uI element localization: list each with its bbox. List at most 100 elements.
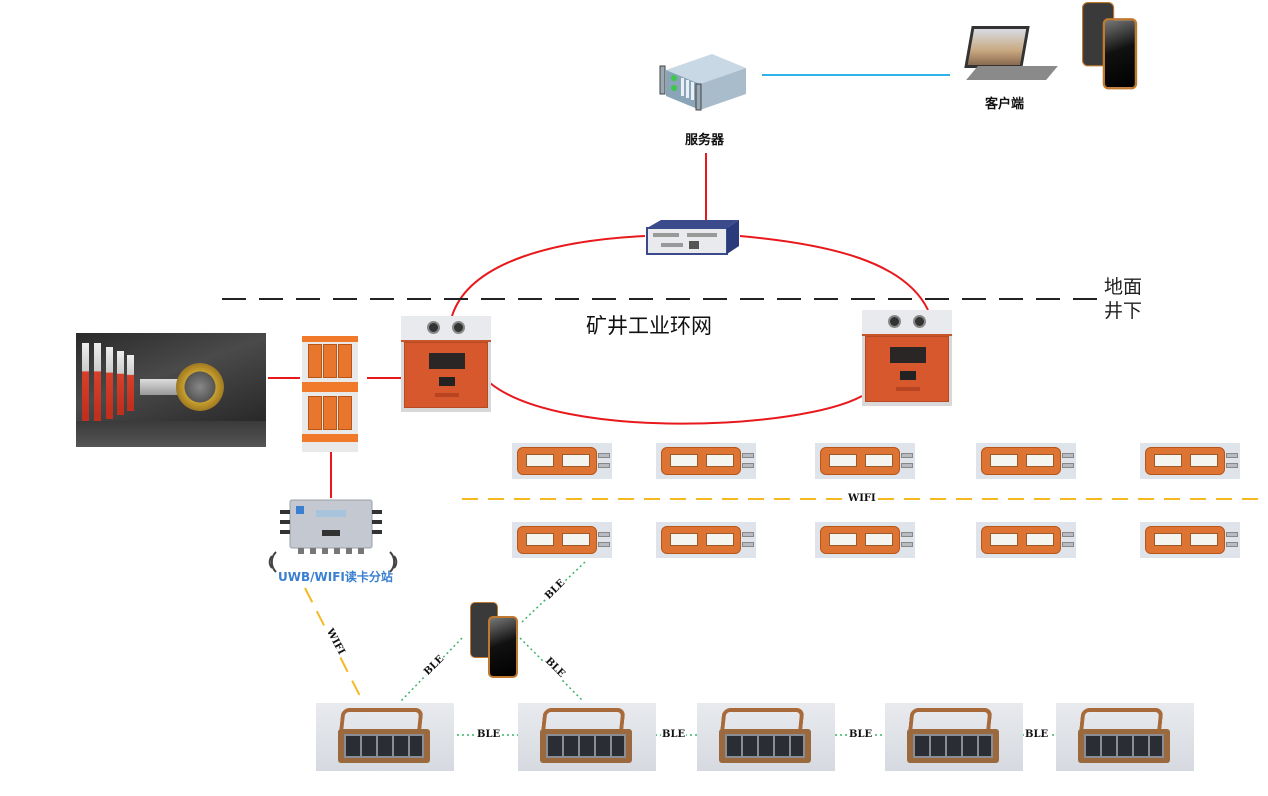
cabinet-bar bbox=[302, 434, 358, 442]
support-prop bbox=[106, 347, 113, 419]
light-plug bbox=[598, 532, 610, 537]
ring-node-right[interactable] bbox=[862, 310, 952, 406]
reader-station[interactable] bbox=[276, 496, 386, 558]
underground-label: 井下 bbox=[1104, 300, 1143, 322]
lamp-glass bbox=[725, 734, 805, 758]
display-window bbox=[429, 353, 465, 369]
wifi-light[interactable] bbox=[976, 522, 1076, 558]
wifi-light-icon bbox=[981, 447, 1061, 475]
light-window bbox=[990, 533, 1018, 546]
laptop-icon[interactable] bbox=[960, 22, 1058, 86]
ring-network-title: 矿井工业环网 bbox=[586, 314, 712, 338]
controller-cabinet[interactable] bbox=[302, 336, 358, 452]
conveyor-floor bbox=[76, 421, 266, 447]
server-node[interactable] bbox=[656, 52, 748, 112]
ring-node-left[interactable] bbox=[401, 316, 491, 412]
wireless-signal-icon bbox=[389, 551, 398, 573]
phone-icon[interactable] bbox=[1082, 2, 1142, 94]
nameplate bbox=[435, 393, 459, 397]
light-window bbox=[706, 533, 734, 546]
wifi-light[interactable] bbox=[656, 443, 756, 479]
light-plug bbox=[1226, 532, 1238, 537]
display-window bbox=[890, 347, 926, 363]
light-plug bbox=[1226, 453, 1238, 458]
light-plug bbox=[1062, 463, 1074, 468]
handheld-phone-icon[interactable] bbox=[470, 602, 522, 682]
light-window bbox=[562, 533, 590, 546]
wifi-light-icon bbox=[661, 526, 741, 554]
light-plug bbox=[598, 463, 610, 468]
light-window bbox=[865, 533, 893, 546]
wifi-light[interactable] bbox=[512, 443, 612, 479]
support-prop bbox=[94, 343, 101, 423]
coal-mining-face-photo[interactable] bbox=[76, 333, 266, 447]
ble-label: BLE bbox=[476, 729, 502, 741]
light-plug bbox=[901, 463, 913, 468]
card-reader-station-icon bbox=[280, 499, 382, 554]
laptop-keyboard bbox=[966, 66, 1058, 80]
support-prop bbox=[82, 343, 89, 423]
cabinet-module bbox=[323, 344, 337, 378]
lamp-glass bbox=[1084, 734, 1164, 758]
light-window bbox=[829, 454, 857, 467]
cabinet-bar bbox=[302, 336, 358, 342]
client-label: 客户端 bbox=[985, 97, 1025, 112]
light-plug bbox=[901, 542, 913, 547]
shearer-drum bbox=[176, 363, 224, 411]
cabinet-module bbox=[338, 344, 352, 378]
light-window bbox=[526, 533, 554, 546]
light-window bbox=[1026, 454, 1054, 467]
light-plug bbox=[742, 463, 754, 468]
wifi-row-label: WIFI bbox=[847, 493, 877, 505]
ring-node-top bbox=[401, 316, 491, 342]
wifi-light-icon bbox=[1145, 447, 1225, 475]
light-window bbox=[1026, 533, 1054, 546]
wifi-light-icon bbox=[517, 447, 597, 475]
light-window bbox=[1154, 533, 1182, 546]
ring-arc-right-top bbox=[739, 235, 929, 311]
wifi-light[interactable] bbox=[815, 522, 915, 558]
light-window bbox=[670, 533, 698, 546]
light-window bbox=[829, 533, 857, 546]
wifi-light[interactable] bbox=[512, 522, 612, 558]
wifi-light-icon bbox=[661, 447, 741, 475]
ring-node-box-icon bbox=[865, 336, 949, 402]
lamp-glass bbox=[546, 734, 626, 758]
ble-label: BLE bbox=[848, 729, 874, 741]
nameplate bbox=[896, 387, 920, 391]
ble-lamp[interactable] bbox=[1056, 703, 1194, 771]
light-plug bbox=[1062, 453, 1074, 458]
wifi-light[interactable] bbox=[815, 443, 915, 479]
lamp-glass bbox=[344, 734, 424, 758]
wifi-light-icon bbox=[820, 526, 900, 554]
light-window bbox=[990, 454, 1018, 467]
surface-label: 地面 bbox=[1104, 276, 1143, 298]
light-window bbox=[865, 454, 893, 467]
light-window bbox=[706, 454, 734, 467]
ble-lamp[interactable] bbox=[885, 703, 1023, 771]
light-plug bbox=[1226, 542, 1238, 547]
wifi-light[interactable] bbox=[1140, 522, 1240, 558]
wifi-light-icon bbox=[981, 526, 1061, 554]
ble-lamp[interactable] bbox=[518, 703, 656, 771]
light-window bbox=[1190, 533, 1218, 546]
light-window bbox=[1190, 454, 1218, 467]
wifi-light[interactable] bbox=[976, 443, 1076, 479]
light-plug bbox=[598, 453, 610, 458]
ble-lamp[interactable] bbox=[697, 703, 835, 771]
shearer-arm bbox=[140, 379, 184, 395]
ble-lamp[interactable] bbox=[316, 703, 454, 771]
light-plug bbox=[742, 453, 754, 458]
light-plug bbox=[1062, 532, 1074, 537]
ring-node-box-icon bbox=[404, 342, 488, 408]
light-plug bbox=[1062, 542, 1074, 547]
gland-icon bbox=[452, 321, 465, 334]
ring-switch[interactable] bbox=[643, 218, 739, 255]
ble-label: BLE bbox=[1024, 729, 1050, 741]
switch-panel bbox=[900, 371, 916, 380]
wifi-light[interactable] bbox=[1140, 443, 1240, 479]
cabinet-module bbox=[308, 344, 322, 378]
support-prop bbox=[117, 351, 124, 415]
wifi-light[interactable] bbox=[656, 522, 756, 558]
wifi-light-icon bbox=[820, 447, 900, 475]
